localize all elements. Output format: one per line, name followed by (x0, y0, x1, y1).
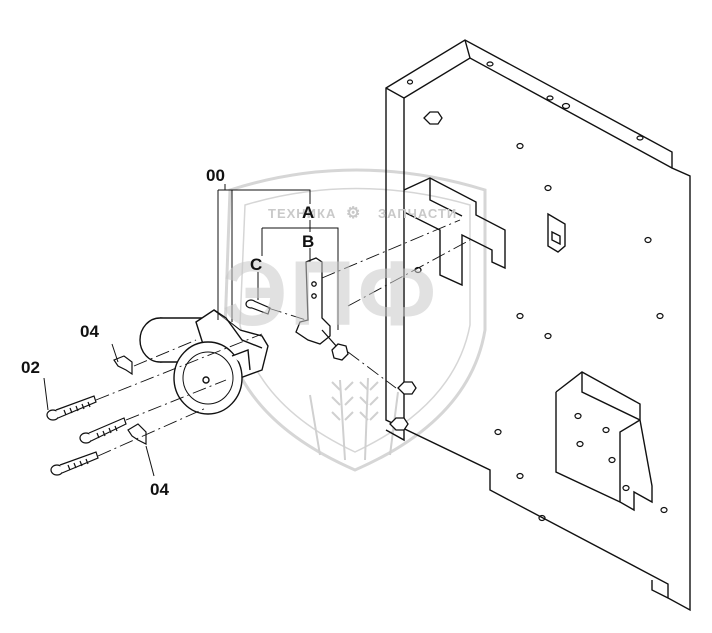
plate-slot (547, 212, 566, 253)
gear-icon: ⚙ (346, 205, 362, 222)
label-detail-a: A (302, 203, 315, 222)
leader-02 (43, 377, 49, 411)
motor-center-hole (202, 376, 210, 384)
leader-04-upper (111, 343, 119, 363)
watermark-logo-text: ЭПФ (222, 243, 439, 345)
label-detail-c: C (250, 255, 263, 274)
clips (113, 355, 147, 445)
lever-nut (331, 343, 349, 361)
label-bolt-02: 02 (21, 358, 40, 377)
actuator-motor (139, 309, 269, 415)
label-clip-04-lower: 04 (150, 480, 169, 499)
plate-upper-bracket (403, 177, 506, 287)
plate-holes (406, 61, 668, 522)
clip-lower (127, 423, 147, 445)
leader-04-lower (145, 445, 155, 477)
watermark-wheat-icon (309, 377, 399, 461)
label-assembly-00: 00 (206, 166, 225, 185)
watermark-company: ТЕХНИКА (268, 206, 337, 221)
leader-00 (217, 184, 311, 322)
label-clip-04-upper: 04 (80, 322, 99, 341)
bolts (46, 395, 127, 476)
watermark-shield-inner (239, 187, 471, 453)
plate-nuts (389, 111, 443, 431)
plate-outline (385, 39, 691, 612)
plate-lower-bracket (555, 371, 653, 512)
plate-flange (385, 87, 405, 442)
watermark-shield-outline (223, 168, 487, 472)
assembly-axis-lines (95, 219, 471, 457)
lever-arm (295, 257, 349, 361)
leader-lines (43, 184, 339, 477)
nut-top (423, 111, 443, 125)
bolt-top (46, 395, 97, 421)
nut-lower-left (389, 417, 409, 431)
label-detail-b: B (302, 232, 315, 251)
leader-b (261, 227, 339, 330)
mounting-plate (385, 39, 691, 612)
bolt-bottom (50, 451, 99, 476)
nut-bottom (397, 381, 417, 395)
clip-upper (113, 355, 133, 376)
screw-c (245, 299, 271, 315)
lever-plate (295, 257, 331, 345)
bolt-middle (79, 417, 127, 444)
watermark-subtitle: ЗАПЧАСТИ (378, 206, 458, 221)
